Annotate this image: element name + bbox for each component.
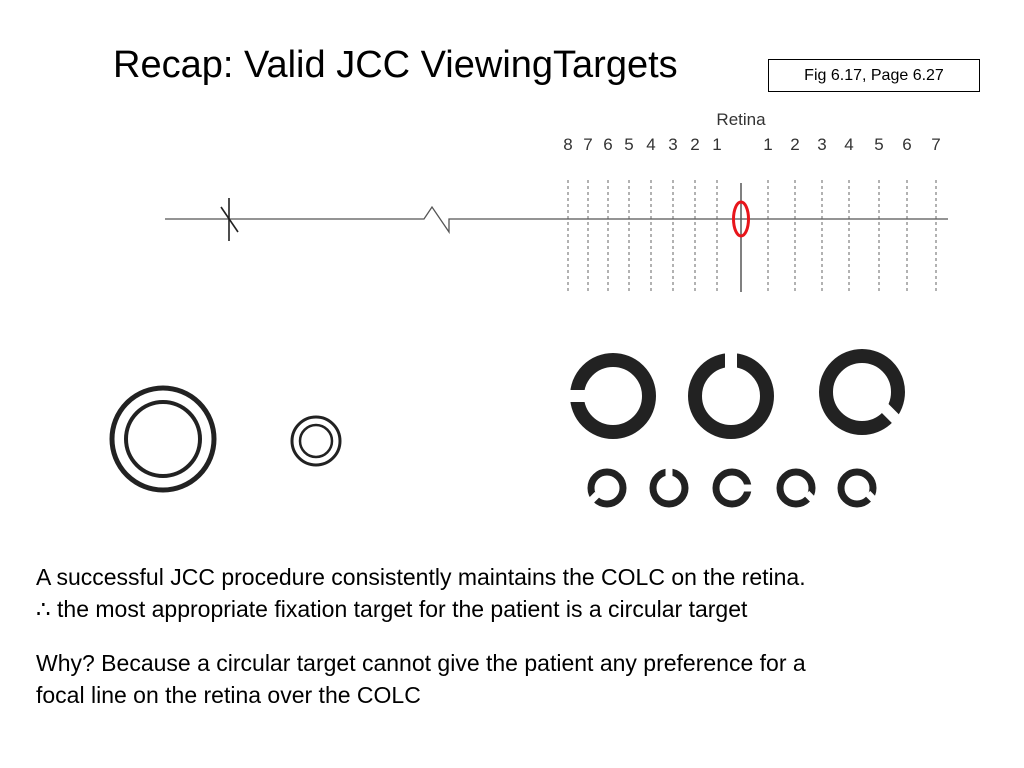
right-number-4: 4 bbox=[844, 135, 853, 154]
why-line-2: focal line on the retina over the COLC bbox=[36, 682, 421, 708]
left-number-4: 4 bbox=[646, 135, 655, 154]
left-number-6: 6 bbox=[603, 135, 612, 154]
left-number-3: 3 bbox=[668, 135, 677, 154]
right-number-5: 5 bbox=[874, 135, 883, 154]
landolt-ring-large-gap-bottom-right bbox=[819, 349, 905, 435]
left-number-1: 1 bbox=[712, 135, 721, 154]
right-number-6: 6 bbox=[902, 135, 911, 154]
why-paragraph: Why? Because a circular target cannot gi… bbox=[36, 647, 1011, 711]
landolt-ring-small-5 bbox=[837, 468, 881, 508]
left-number-5: 5 bbox=[624, 135, 633, 154]
right-number-7: 7 bbox=[931, 135, 940, 154]
retina-label: Retina bbox=[716, 110, 766, 129]
landolt-ring-small-4 bbox=[776, 468, 820, 508]
concentric-target-large bbox=[109, 385, 217, 493]
lens-cross-mark bbox=[220, 198, 239, 241]
figure-reference-box: Fig 6.17, Page 6.27 bbox=[768, 59, 980, 92]
concentric-target-small bbox=[290, 415, 342, 467]
explanation-line-2: ∴ the most appropriate fixation target f… bbox=[36, 596, 748, 622]
right-number-1: 1 bbox=[763, 135, 772, 154]
explanation-line-1: A successful JCC procedure consistently … bbox=[36, 564, 806, 590]
focal-line-markers bbox=[567, 180, 937, 292]
explanation-paragraph: A successful JCC procedure consistently … bbox=[36, 561, 1011, 625]
slide-title: Recap: Valid JCC ViewingTargets bbox=[113, 44, 678, 86]
right-number-2: 2 bbox=[790, 135, 799, 154]
optical-axis-line bbox=[165, 205, 948, 235]
landolt-ring-small-1 bbox=[584, 468, 627, 508]
left-number-8: 8 bbox=[563, 135, 572, 154]
landolt-ring-large-gap-left bbox=[565, 353, 656, 439]
landolt-ring-large-gap-top bbox=[688, 348, 774, 439]
landolt-ring-small-3 bbox=[712, 468, 754, 508]
right-number-3: 3 bbox=[817, 135, 826, 154]
why-line-1: Why? Because a circular target cannot gi… bbox=[36, 650, 806, 676]
left-number-7: 7 bbox=[583, 135, 592, 154]
landolt-ring-small-2 bbox=[649, 466, 689, 508]
left-number-2: 2 bbox=[690, 135, 699, 154]
colc-marker bbox=[732, 200, 750, 238]
